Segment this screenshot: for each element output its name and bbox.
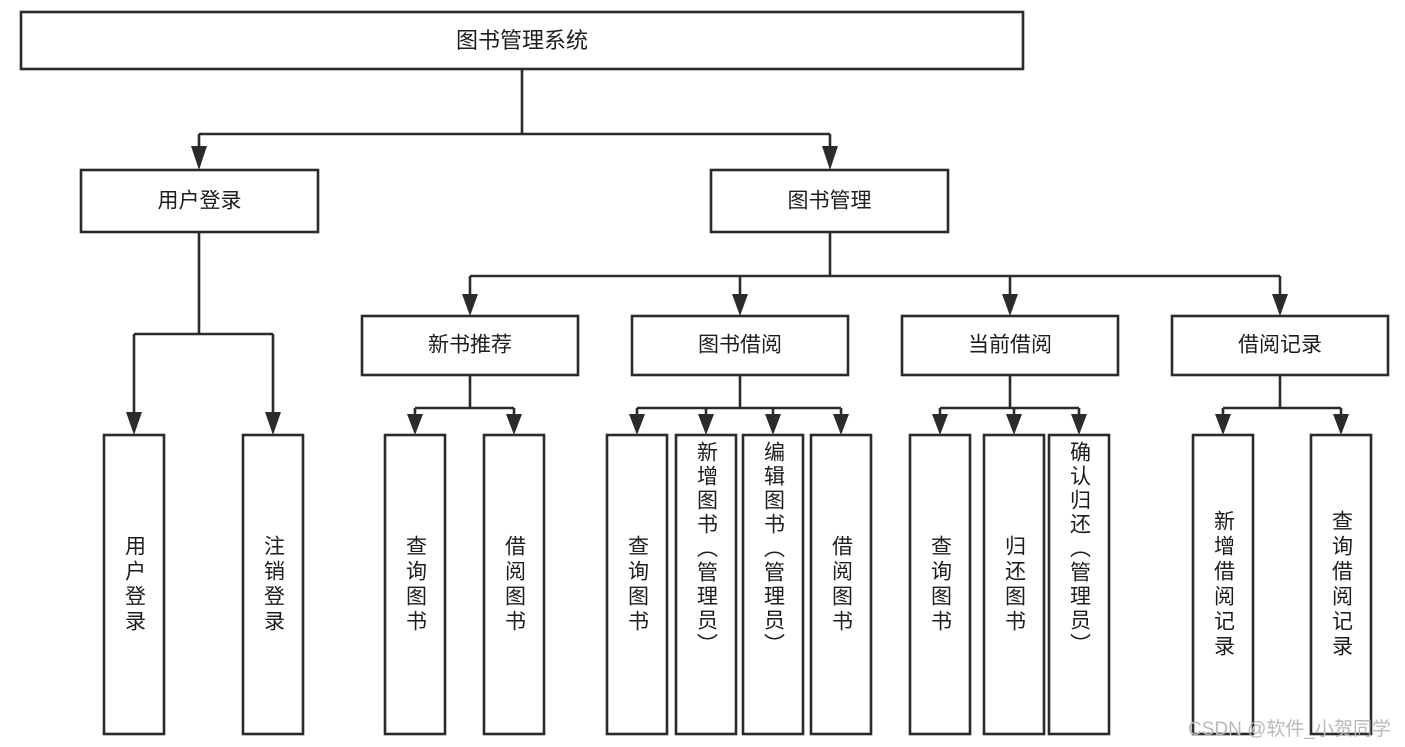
node-leaf-add-record[interactable]: 新增借阅记录 (1191, 433, 1255, 736)
node-current-borrow-box[interactable] (900, 314, 1120, 377)
arrow-leaf-confirm-return (1071, 414, 1087, 435)
arrow-leaf-borrow-book (833, 414, 849, 435)
arrow-leaf-query-book-rec (407, 414, 423, 435)
leaf-nodes-layer: 用户登录 注销登录 查询图书 (102, 433, 1373, 736)
node-leaf-borrow-book-label: 借阅图书 (829, 535, 853, 635)
node-leaf-query-book-label: 查询图书 (625, 535, 649, 635)
node-leaf-borrow-book-rec[interactable]: 借阅图书 (482, 433, 546, 736)
node-leaf-logout-label: 注销登录 (261, 535, 285, 635)
node-leaf-query-book-cur[interactable]: 查询图书 (908, 433, 972, 736)
arrow-leaf-user-login (126, 412, 142, 435)
arrow-leaf-add-record (1215, 414, 1231, 435)
node-leaf-add-record-box[interactable] (1191, 433, 1255, 736)
node-new-book-rec-box[interactable] (360, 314, 580, 377)
node-leaf-query-record[interactable]: 查询借阅记录 (1309, 433, 1373, 736)
edge-layer (126, 69, 1349, 435)
node-borrow-record-box[interactable] (1170, 314, 1390, 377)
arrow-book-borrow (732, 294, 748, 316)
arrow-user-login (191, 146, 207, 170)
node-leaf-query-book-box[interactable] (605, 433, 669, 736)
node-leaf-query-book-cur-label: 查询图书 (928, 535, 952, 635)
arrow-new-book-rec (462, 294, 478, 316)
node-leaf-borrow-book-box[interactable] (809, 433, 873, 736)
arrow-book-manage (822, 146, 838, 170)
arrow-leaf-return-book (1006, 414, 1022, 435)
node-borrow-record[interactable]: 借阅记录 (1170, 314, 1390, 377)
node-leaf-confirm-return-box[interactable] (1047, 433, 1111, 736)
node-root-box[interactable] (19, 10, 1025, 71)
node-leaf-add-book-box[interactable] (674, 433, 738, 736)
arrow-leaf-query-book-cur (932, 414, 948, 435)
node-leaf-return-book-label: 归还图书 (1002, 535, 1026, 635)
node-leaf-add-book-label: 新增图书（管理员） (694, 441, 718, 657)
node-leaf-borrow-book-rec-box[interactable] (482, 433, 546, 736)
node-leaf-return-book[interactable]: 归还图书 (982, 433, 1046, 736)
node-root-label: 图书管理系统 (456, 28, 588, 53)
node-leaf-edit-book-box[interactable] (741, 433, 805, 736)
node-new-book-rec-label: 新书推荐 (428, 334, 512, 357)
node-leaf-logout[interactable]: 注销登录 (241, 433, 305, 736)
node-leaf-query-book[interactable]: 查询图书 (605, 433, 669, 736)
node-borrow-record-label: 借阅记录 (1238, 334, 1322, 357)
arrow-leaf-logout (265, 412, 281, 435)
node-new-book-rec[interactable]: 新书推荐 (360, 314, 580, 377)
node-current-borrow[interactable]: 当前借阅 (900, 314, 1120, 377)
node-leaf-user-login-box[interactable] (102, 433, 166, 736)
node-leaf-query-book-rec[interactable]: 查询图书 (383, 433, 447, 736)
node-leaf-borrow-book-rec-label: 借阅图书 (502, 535, 526, 635)
node-leaf-confirm-return[interactable]: 确认归还（管理员） (1047, 433, 1111, 736)
node-book-borrow-box[interactable] (630, 314, 850, 377)
node-leaf-user-login[interactable]: 用户登录 (102, 433, 166, 736)
node-leaf-query-book-cur-box[interactable] (908, 433, 972, 736)
node-user-login[interactable]: 用户登录 (79, 168, 320, 234)
arrow-leaf-edit-book (765, 414, 781, 435)
node-leaf-return-book-box[interactable] (982, 433, 1046, 736)
node-leaf-query-book-rec-box[interactable] (383, 433, 447, 736)
node-book-manage-label: 图书管理 (788, 190, 872, 213)
node-user-login-label: 用户登录 (158, 190, 242, 213)
arrow-borrow-record (1272, 294, 1288, 316)
node-book-borrow-label: 图书借阅 (698, 334, 782, 357)
arrow-current-borrow (1002, 294, 1018, 316)
arrow-leaf-query-record (1333, 414, 1349, 435)
node-book-manage[interactable]: 图书管理 (709, 168, 950, 234)
node-leaf-logout-box[interactable] (241, 433, 305, 736)
node-user-login-box[interactable] (79, 168, 320, 234)
node-leaf-confirm-return-label: 确认归还（管理员） (1067, 441, 1091, 657)
node-leaf-query-record-box[interactable] (1309, 433, 1373, 736)
node-current-borrow-label: 当前借阅 (968, 334, 1052, 357)
node-root[interactable]: 图书管理系统 (19, 10, 1025, 71)
node-leaf-user-login-label: 用户登录 (122, 535, 146, 635)
node-book-manage-box[interactable] (709, 168, 950, 234)
node-leaf-add-record-label: 新增借阅记录 (1211, 510, 1235, 660)
node-leaf-query-book-rec-label: 查询图书 (403, 535, 427, 635)
node-leaf-query-record-label: 查询借阅记录 (1329, 510, 1353, 660)
node-book-borrow[interactable]: 图书借阅 (630, 314, 850, 377)
node-leaf-borrow-book[interactable]: 借阅图书 (809, 433, 873, 736)
node-leaf-edit-book[interactable]: 编辑图书（管理员） (741, 433, 805, 736)
arrow-leaf-query-book (629, 414, 645, 435)
arrow-leaf-add-book (698, 414, 714, 435)
node-leaf-add-book[interactable]: 新增图书（管理员） (674, 433, 738, 736)
node-leaf-edit-book-label: 编辑图书（管理员） (761, 441, 785, 657)
arrow-leaf-borrow-book-rec (506, 414, 522, 435)
